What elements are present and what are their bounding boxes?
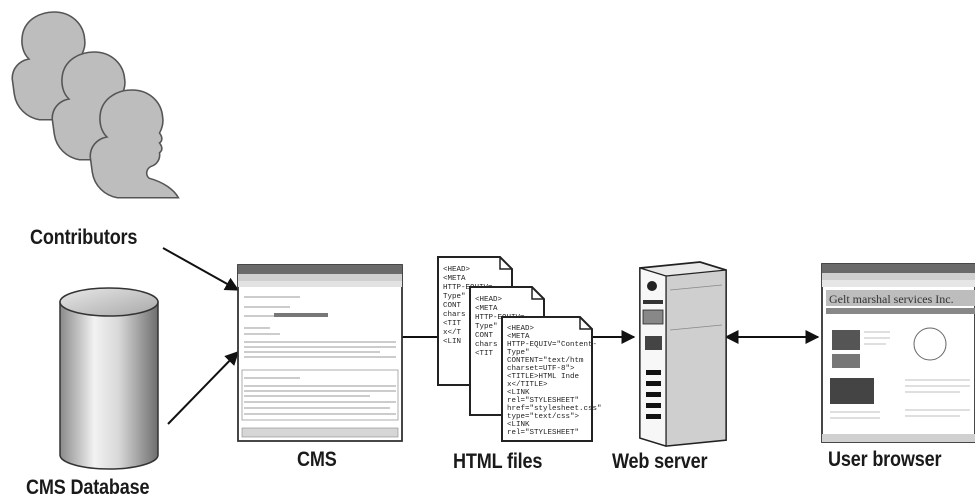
label-contributors: Contributors <box>30 226 138 249</box>
svg-text:<META: <META <box>507 333 530 341</box>
svg-text:type="text/css">: type="text/css"> <box>507 413 580 421</box>
svg-text:<LIN: <LIN <box>443 338 461 346</box>
edge-database-to-cms <box>167 350 239 425</box>
svg-text:href="stylesheet.css": href="stylesheet.css" <box>507 405 602 413</box>
label-web-server: Web server <box>612 450 708 473</box>
svg-text:<META: <META <box>443 275 466 283</box>
browser-window-icon: Gelt marshal services Inc. <box>821 263 975 443</box>
svg-text:<LINK: <LINK <box>507 389 530 397</box>
label-cms-database: CMS Database <box>26 476 150 499</box>
svg-text:HTTP-EQUIV="Content-: HTTP-EQUIV="Content- <box>507 341 597 349</box>
svg-text:<HEAD>: <HEAD> <box>443 266 471 274</box>
edge-contributors-to-cms <box>162 247 240 291</box>
cms-screenshot-icon <box>237 264 403 442</box>
label-cms: CMS <box>297 448 337 471</box>
svg-text:x</TITLE>: x</TITLE> <box>507 381 548 389</box>
svg-text:<LINK: <LINK <box>507 421 530 429</box>
svg-text:chars: chars <box>443 311 466 319</box>
svg-text:rel="STYLESHEET": rel="STYLESHEET" <box>507 397 579 405</box>
svg-text:<TIT: <TIT <box>475 350 494 358</box>
svg-text:rel="STYLESHEET": rel="STYLESHEET" <box>507 429 579 437</box>
svg-text:Type": Type" <box>443 293 466 301</box>
html-documents-icon: <HEAD> <META HTTP-EQUIV= Type" CONT char… <box>437 256 602 442</box>
server-tower-icon <box>639 261 727 447</box>
svg-text:HTTP-EQUIV=: HTTP-EQUIV= <box>475 314 525 322</box>
svg-text:<HEAD>: <HEAD> <box>475 296 503 304</box>
svg-text:Type": Type" <box>475 323 498 331</box>
svg-text:CONT: CONT <box>443 302 462 310</box>
svg-text:<META: <META <box>475 305 498 313</box>
svg-text:<TITLE>HTML Inde: <TITLE>HTML Inde <box>507 373 579 381</box>
svg-text:CONTENT="text/htm: CONTENT="text/htm <box>507 357 584 365</box>
browser-page-heading: Gelt marshal services Inc. <box>829 292 954 306</box>
svg-text:chars: chars <box>475 341 498 349</box>
people-silhouettes-icon <box>11 11 180 199</box>
svg-text:charset=UTF-8">: charset=UTF-8"> <box>507 365 575 373</box>
svg-text:x</T: x</T <box>443 329 462 337</box>
svg-text:Type": Type" <box>507 349 530 357</box>
label-user-browser: User browser <box>828 448 942 471</box>
svg-text:CONT: CONT <box>475 332 494 340</box>
label-html-files: HTML files <box>453 450 543 473</box>
svg-text:HTTP-EQUIV=: HTTP-EQUIV= <box>443 284 493 292</box>
svg-text:<HEAD>: <HEAD> <box>507 325 535 333</box>
svg-text:<TIT: <TIT <box>443 320 462 328</box>
database-cylinder-icon <box>59 287 159 470</box>
